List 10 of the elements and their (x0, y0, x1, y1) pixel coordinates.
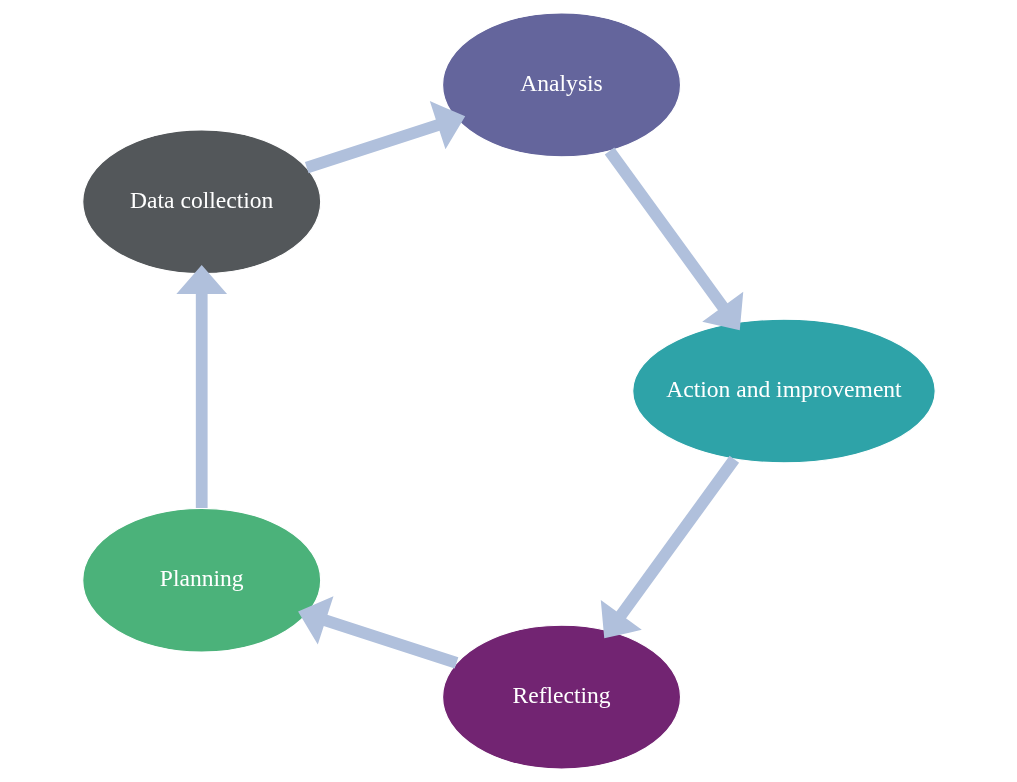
arrow (304, 101, 465, 174)
arrow (175, 264, 227, 509)
node-ellipse: Analysis (441, 12, 681, 158)
node-ellipse: Reflecting (441, 624, 681, 770)
arrow (604, 147, 743, 331)
node-ellipse: Action and improvement (631, 318, 936, 464)
node-ellipse: Data collection (81, 129, 321, 275)
arrow (600, 455, 739, 639)
node-ellipse: Planning (81, 507, 321, 653)
arrow (297, 596, 458, 669)
